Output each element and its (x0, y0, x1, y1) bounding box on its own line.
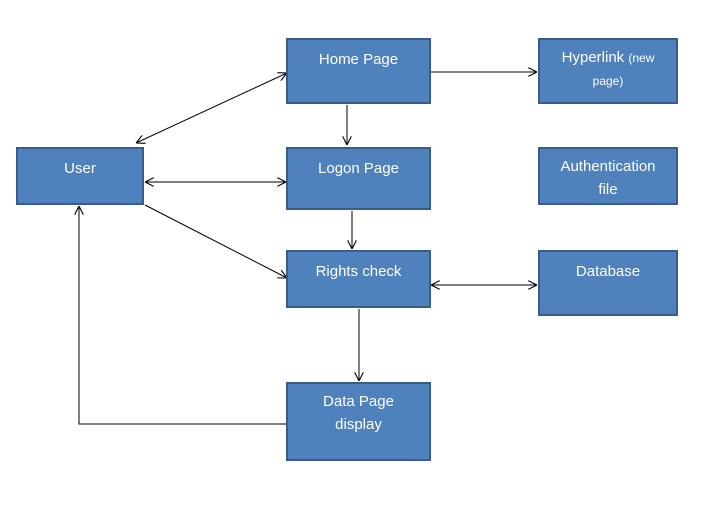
connector-datapage-user (79, 206, 286, 425)
node-rights-check-label: Rights check (315, 263, 402, 280)
node-hyperlink-label: Hyperlink (561, 49, 625, 66)
node-logon-page-label: Logon Page (318, 160, 399, 177)
node-data-page-line1: Data Page (323, 393, 394, 410)
node-hyperlink: Hyperlink (new page) (538, 38, 678, 104)
node-data-page-display: Data Page display (286, 382, 431, 461)
node-logon-page: Logon Page (286, 147, 431, 210)
node-user-label: User (64, 160, 96, 177)
node-user: User (16, 147, 144, 205)
node-authentication-line2: file (598, 181, 618, 198)
node-rights-check: Rights check (286, 250, 431, 308)
node-hyperlink-note-a: (new (628, 51, 655, 65)
node-data-page-line2: display (335, 416, 382, 433)
connector-user-rights (144, 204, 287, 278)
node-database-label: Database (575, 263, 641, 280)
node-home-page: Home Page (286, 38, 431, 104)
node-home-page-label: Home Page (318, 51, 399, 68)
node-authentication-line1: Authentication (560, 158, 656, 175)
node-hyperlink-note-b: page) (592, 74, 624, 88)
node-authentication-file: Authentication file (538, 147, 678, 205)
connector-user-home (136, 73, 287, 143)
node-database: Database (538, 250, 678, 316)
